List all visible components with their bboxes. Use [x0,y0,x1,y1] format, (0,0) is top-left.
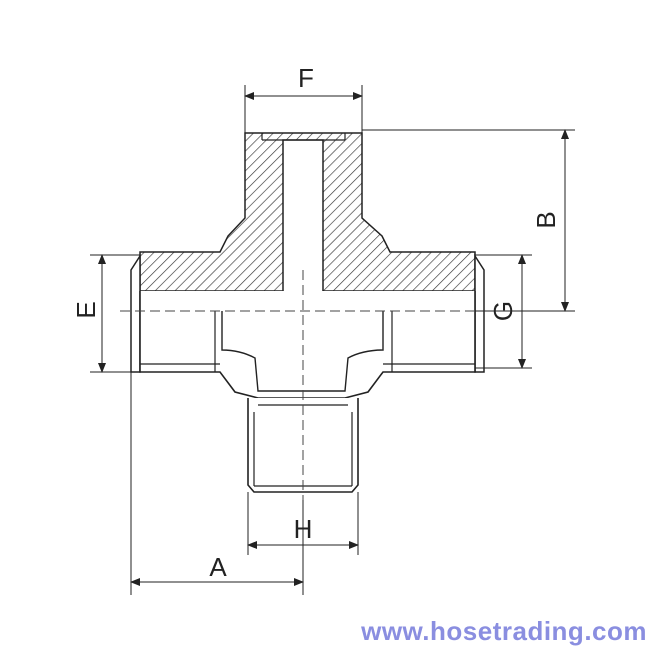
dim-e-label: E [71,301,101,318]
dim-f-label: F [298,63,314,93]
right-hex-face [474,253,485,373]
dim-b-label: B [531,211,561,228]
dim-g-label: G [488,301,518,321]
lower-body [139,291,476,399]
inner-cavity [221,311,384,392]
watermark-text: www.hosetrading.com [361,616,647,646]
left-hex-face [130,253,141,373]
dim-a-label: A [209,552,227,582]
